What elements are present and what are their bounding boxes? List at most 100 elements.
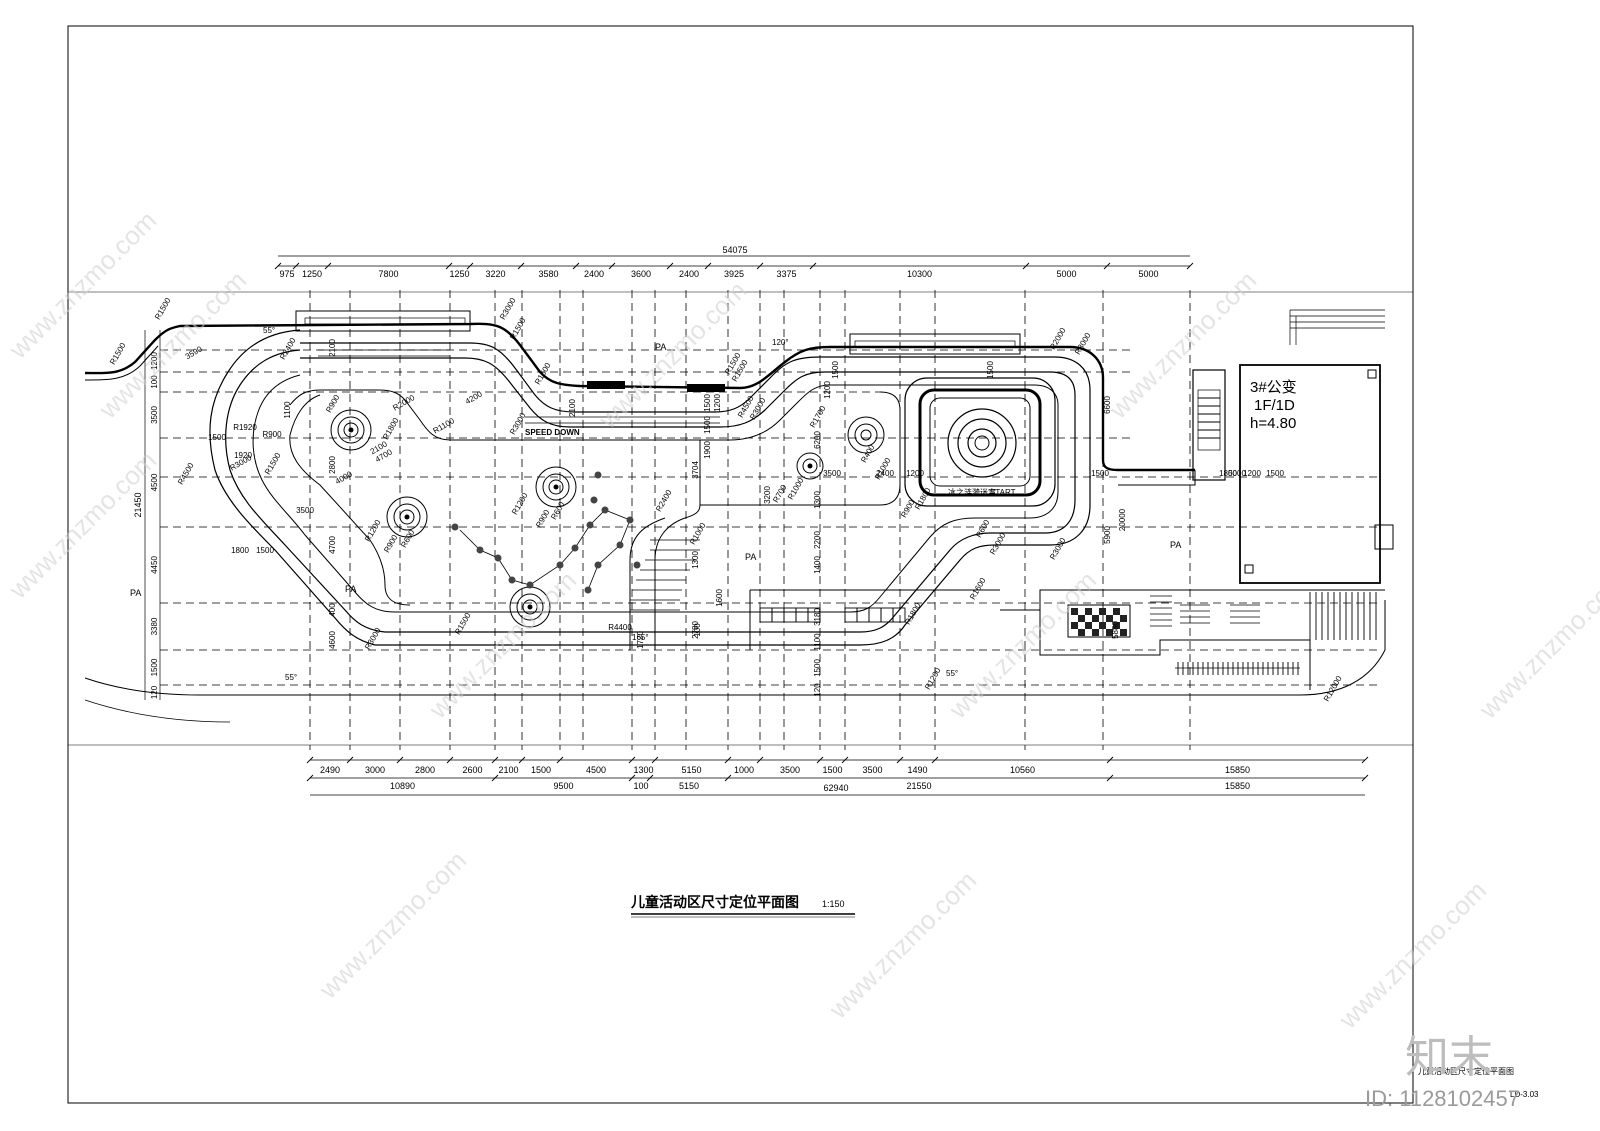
top-dim-0: 975 [279,269,294,279]
misc-dim-25: 1500 [1266,469,1284,478]
ring-3 [535,466,577,508]
bottom-dim-0: 2490 [320,765,340,775]
left-dim-7: 120 [150,685,159,699]
misc-dim-24: 1200 [1243,469,1261,478]
misc-dim-5: 1200 [713,394,722,412]
ring-4 [509,586,551,628]
radius-label-19: R900 [382,533,400,555]
radius-label-36: R600 [974,518,992,540]
watermark-logo: 知末 [1405,1032,1493,1083]
left-dim-3: 4500 [150,473,159,491]
radius-label-31: R1700 [808,404,828,429]
misc-dim-7: 1300 [691,551,700,569]
misc-dim-14: 1500 [813,659,822,677]
radius-label-12: R1100 [432,416,457,436]
radius-label-14: R2000 [391,393,416,413]
watermark-9: www.znzmo.com [312,845,472,1005]
misc-dim-35: 1200 [823,381,832,399]
misc-dim-30: 1720 [636,631,645,649]
bottom-dim-4: 2100 [498,765,518,775]
building-name: 3#公变 [1250,379,1297,396]
misc-dim-28: 5880 [1111,621,1120,639]
top-benches [295,310,1021,424]
pa-label-4: PA [345,584,356,594]
bottom-dim2-5: 15850 [1225,781,1250,791]
slope-steps [630,539,700,611]
pa-label-3: PA [130,588,141,598]
drawing-title: 儿童活动区尺寸定位平面图 1:150 [630,894,855,918]
watermark-id: ID: 1128102457 [1365,1086,1520,1111]
radius-label-18: R1200 [363,518,383,543]
radius-label-35: R900 [899,498,917,520]
misc-dim-34: 1500 [831,361,840,379]
drawing-title-text: 儿童活动区尺寸定位平面图 [630,894,799,911]
watermark-2: www.znzmo.com [92,265,252,425]
misc-dim-20: 1500 [1091,469,1109,478]
misc-dim-29: 2780 [691,621,700,639]
drawing-scale: 1:150 [822,899,845,909]
watermark-5: www.znzmo.com [2,445,162,605]
misc-dim-37: 4700 [328,536,337,554]
radius-label-15: R1200 [510,491,530,516]
angle-label-3: 55° [263,326,275,335]
lower-right-structures [1000,589,1385,690]
bottom-dim-2: 2800 [415,765,435,775]
angle-label-4: 120° [772,338,789,347]
radius-label-28: R700 [771,483,789,505]
bottom-dim2-0: 10890 [390,781,415,791]
top-dim-4: 3220 [485,269,505,279]
left-total-dim: 21450 [133,492,143,517]
maze-label: 冰之涟漪迷宫 [948,487,996,497]
pa-label-5: PA [1170,540,1181,550]
left-dim-0: 1200 [150,352,159,370]
ice-ripple-maze: 冰之涟漪迷宫 START [904,377,1056,507]
radius-label-8: R1500 [263,451,283,476]
misc-dim-50: 1500 [208,433,226,442]
misc-dim-45: 1800 [231,546,249,555]
watermark-7: www.znzmo.com [942,565,1102,725]
radius-label-37: R3000 [1048,536,1068,561]
top-total-dim: 54075 [722,245,747,255]
misc-dim-48: 1100 [283,401,292,419]
building-floors: 1F/1D [1254,397,1295,414]
watermark-10: www.znzmo.com [822,865,982,1025]
ring-6 [796,452,824,480]
bottom-total-dim: 62940 [823,783,848,793]
sheet-title: 儿童活动区尺寸定位平面图 [1418,1066,1514,1076]
watermark-11: www.znzmo.com [1332,875,1492,1035]
misc-dim-12: 3180 [813,608,822,626]
misc-dim-9: 1300 [813,491,822,509]
radius-label-34: R400 [859,443,877,465]
angle-label-2: 55° [946,669,958,678]
misc-dim-46: 1500 [256,546,274,555]
bottom-dim-3: 2600 [462,765,482,775]
top-dim-2: 7800 [378,269,398,279]
misc-dim-26: 5000 [1228,469,1246,478]
pa-label-1: PA [655,342,666,352]
top-dim-6: 2400 [584,269,604,279]
radius-label-23: R4400 [608,623,632,632]
radius-label-6: R4500 [176,461,196,486]
speed-down-label: SPEED DOWN [525,428,580,437]
bottom-dim-1: 3000 [365,765,385,775]
site-boundary [84,322,1386,723]
radius-label-2: R2400 [278,336,298,361]
radius-label-45: R1800 [913,486,933,511]
bottom-dim2-1: 9500 [553,781,573,791]
misc-dim-0: 2100 [328,339,337,357]
radius-label-24: R2400 [654,488,674,513]
watermarks: www.znzmo.com www.znzmo.com www.znzmo.co… [2,205,1600,1111]
radius-label-25: R1000 [688,521,708,546]
bottom-dim-10: 3500 [780,765,800,775]
left-dim-4: 4450 [150,556,159,574]
ring-2 [386,496,428,538]
top-dim-5: 3580 [538,269,558,279]
radius-label-40: R1200 [923,666,943,691]
bottom-dim-7: 1300 [633,765,653,775]
transformer-building: 3#公变 1F/1D h=4.80 [1192,309,1394,584]
ring-1 [330,409,372,451]
bottom-dim-8: 5150 [681,765,701,775]
